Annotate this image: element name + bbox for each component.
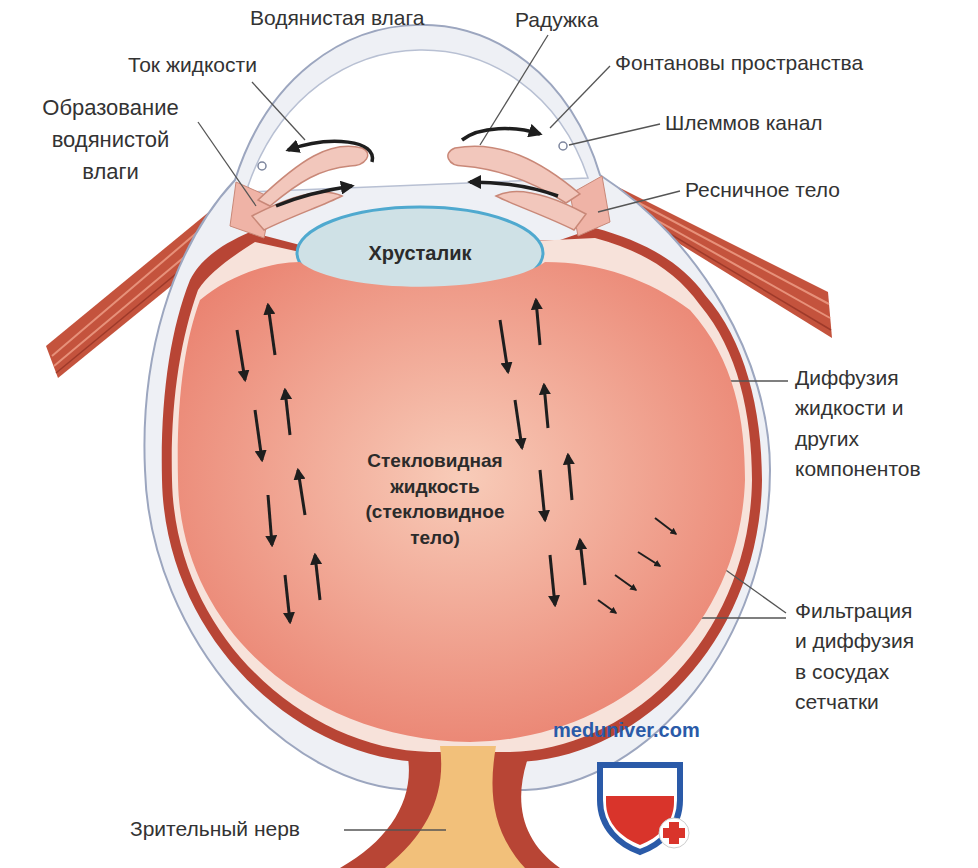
part-label: Фильтрация и диффузия в сосудах сетчатки xyxy=(795,596,921,718)
sclera xyxy=(144,25,770,790)
part-label: Ресничное тело xyxy=(685,175,840,205)
schlemm-canal xyxy=(258,162,266,170)
vitreous-label: Стекловидная жидкость (стекловидное тело… xyxy=(350,448,520,551)
filtration-arrow xyxy=(598,518,676,613)
part-label: Радужка xyxy=(515,5,598,35)
retina xyxy=(172,238,752,752)
part-label: Фонтановы пространства xyxy=(615,48,863,78)
optic-nerve xyxy=(385,746,525,868)
diffusion-arrow xyxy=(237,300,585,622)
part-label: Водянистая влага xyxy=(250,3,424,33)
part-label: Диффузия жидкости и других компонентов xyxy=(795,363,945,485)
choroid xyxy=(162,228,762,762)
logo-shield xyxy=(600,765,689,852)
fluid-flow-arrow xyxy=(276,129,558,206)
lens-label: Хрусталик xyxy=(369,241,472,265)
part-label: Ток жидкости xyxy=(128,50,257,80)
part-label: Зрительный нерв xyxy=(130,814,300,844)
part-label: Образование водянистой влаги xyxy=(28,92,193,188)
vitreous-body: Стекловидная жидкость (стекловидное тело… xyxy=(175,258,750,748)
part-label: Шлеммов канал xyxy=(665,108,823,138)
lens: Хрусталик xyxy=(295,205,545,301)
schlemm-canal xyxy=(559,142,567,150)
vitreous-outline xyxy=(178,262,745,742)
watermark: meduniver.com xyxy=(553,716,700,745)
